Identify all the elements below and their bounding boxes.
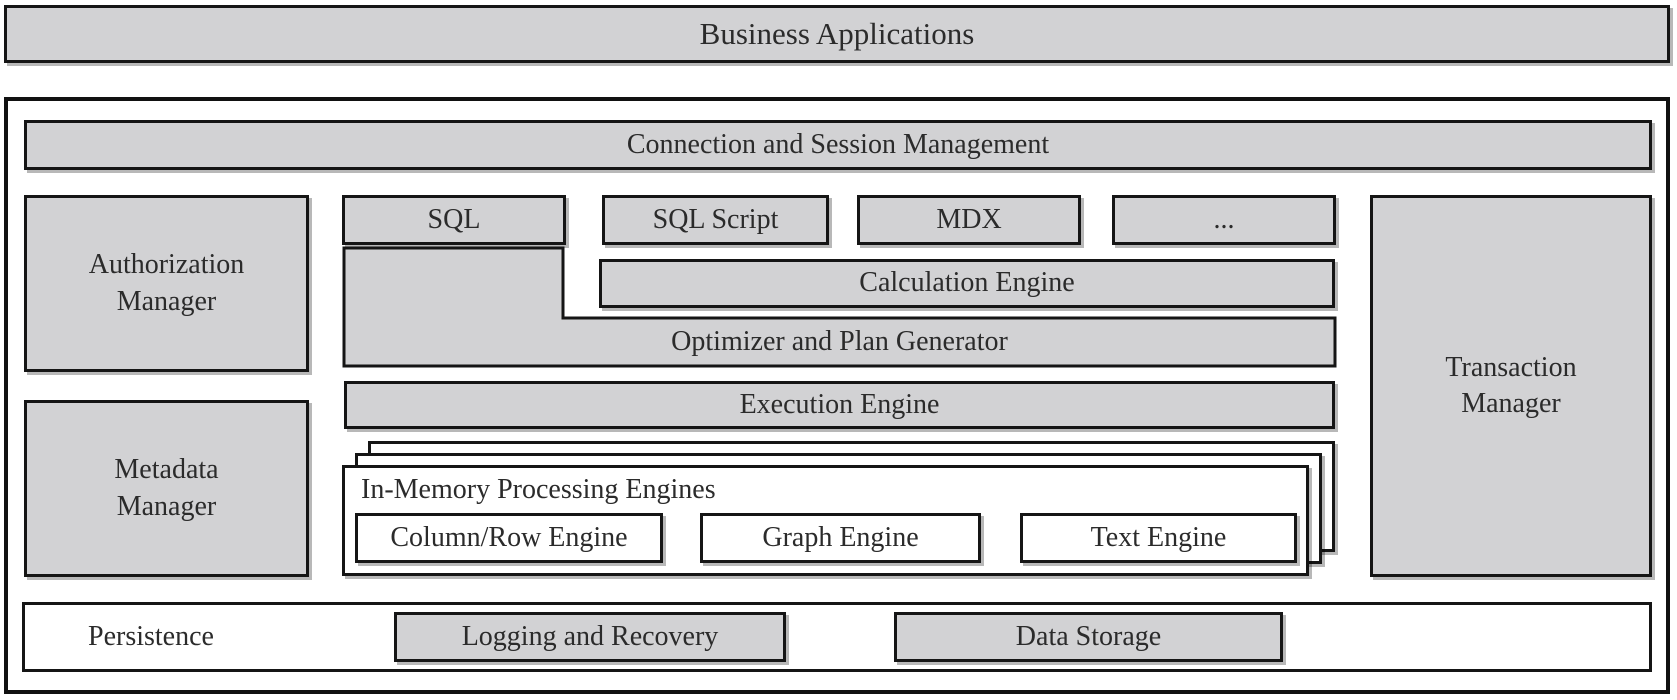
data-storage-box: Data Storage (894, 612, 1283, 662)
business-applications-label: Business Applications (699, 15, 975, 51)
sql-label: SQL (427, 203, 481, 235)
business-applications-box: Business Applications (4, 5, 1670, 63)
optimizer-plan-generator-label: Optimizer and Plan Generator (671, 326, 1008, 357)
optimizer-plan-generator-bar: Optimizer and Plan Generator (344, 318, 1335, 366)
transaction-manager-box: Transaction Manager (1370, 195, 1652, 577)
logging-and-recovery-label: Logging and Recovery (461, 620, 719, 652)
data-storage-label: Data Storage (1015, 620, 1162, 652)
sql-script-label: SQL Script (652, 203, 779, 235)
text-engine-box: Text Engine (1020, 513, 1297, 563)
in-memory-processing-engines-label: In-Memory Processing Engines (361, 474, 716, 505)
connection-session-management-bar: Connection and Session Management (24, 120, 1652, 170)
metadata-manager-label: Metadata Manager (114, 454, 219, 522)
graph-engine-label: Graph Engine (762, 521, 919, 553)
connection-session-management-label: Connection and Session Management (626, 128, 1050, 160)
more-languages-label: ... (1213, 203, 1235, 235)
transaction-manager-label: Transaction Manager (1445, 351, 1577, 419)
mdx-label: MDX (936, 203, 1002, 235)
sql-script-box: SQL Script (602, 195, 829, 245)
graph-engine-box: Graph Engine (700, 513, 981, 563)
calculation-engine-bar: Calculation Engine (599, 259, 1335, 308)
column-row-engine-label: Column/Row Engine (390, 521, 628, 553)
metadata-manager-box: Metadata Manager (24, 400, 309, 577)
persistence-bar: Persistence Logging and Recovery Data St… (22, 602, 1652, 672)
authorization-manager-box: Authorization Manager (24, 195, 309, 372)
logging-and-recovery-box: Logging and Recovery (394, 612, 786, 662)
execution-engine-bar: Execution Engine (344, 381, 1335, 429)
more-languages-box: ... (1112, 195, 1336, 245)
mdx-box: MDX (857, 195, 1081, 245)
column-row-engine-box: Column/Row Engine (355, 513, 663, 563)
execution-engine-label: Execution Engine (739, 388, 940, 420)
text-engine-label: Text Engine (1090, 521, 1227, 553)
calculation-engine-label: Calculation Engine (859, 267, 1075, 299)
in-memory-processing-engines-box: In-Memory Processing Engines Column/Row … (342, 465, 1309, 576)
persistence-label: Persistence (88, 621, 214, 652)
sql-box: SQL (342, 195, 566, 245)
authorization-manager-label: Authorization Manager (88, 249, 245, 317)
